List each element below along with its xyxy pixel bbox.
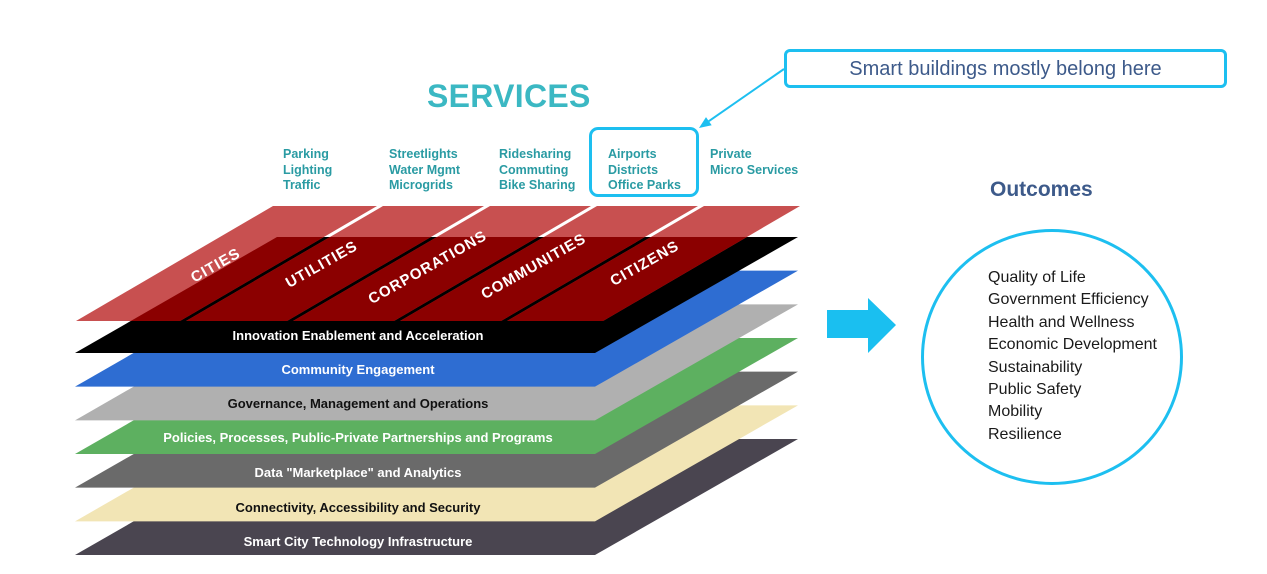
service-item: Ridesharing bbox=[499, 147, 572, 161]
callout-connector-line bbox=[708, 68, 785, 123]
service-item: Bike Sharing bbox=[499, 178, 576, 192]
layer-label-governance: Governance, Management and Operations bbox=[227, 396, 489, 411]
outcomes-title: Outcomes bbox=[990, 178, 1093, 201]
service-column-corporations: Ridesharing Commuting Bike Sharing bbox=[499, 147, 575, 194]
stakeholder-strip-0 bbox=[76, 206, 377, 321]
layer-label-community-engagement: Community Engagement bbox=[281, 362, 435, 377]
service-item: Traffic bbox=[283, 178, 321, 192]
outcomes-circle bbox=[921, 229, 1183, 485]
outcome-item: Government Efficiency bbox=[988, 291, 1149, 309]
outcome-item: Economic Development bbox=[988, 336, 1157, 354]
service-column-citizens: Private Micro Services bbox=[710, 147, 798, 178]
outcome-item: Health and Wellness bbox=[988, 313, 1135, 331]
service-item: Water Mgmt bbox=[389, 162, 461, 177]
smart-buildings-highlight-box bbox=[589, 127, 699, 197]
service-item: Lighting bbox=[283, 162, 333, 177]
layer-label-data-marketplace: Data "Marketplace" and Analytics bbox=[254, 465, 462, 480]
service-item: Office Parks bbox=[608, 178, 681, 192]
callout-arrowhead-icon bbox=[699, 117, 712, 128]
right-arrow-icon bbox=[827, 298, 896, 353]
outcome-item: Quality of Life bbox=[988, 269, 1086, 286]
stakeholder-strip-shadow-2 bbox=[293, 237, 591, 321]
outcomes-list: Quality of Life Government Efficiency He… bbox=[988, 267, 1157, 446]
service-column-utilities: Streetlights Water Mgmt Microgrids bbox=[389, 147, 460, 194]
outcome-item: Sustainability bbox=[988, 358, 1083, 376]
service-item: Private bbox=[710, 147, 752, 161]
stakeholder-strip-shadow-3 bbox=[400, 237, 698, 321]
layer-label-infrastructure: Smart City Technology Infrastructure bbox=[243, 534, 473, 549]
service-item: Parking bbox=[283, 147, 329, 161]
service-column-communities: Airports Districts Office Parks bbox=[608, 147, 681, 194]
layer-label-connectivity: Connectivity, Accessibility and Security bbox=[235, 500, 481, 515]
callout-box: Smart buildings mostly belong here bbox=[784, 49, 1227, 88]
outcome-item: Resilience bbox=[988, 425, 1062, 443]
service-item: Districts bbox=[608, 162, 659, 177]
service-item: Streetlights bbox=[389, 147, 458, 161]
service-item: Micro Services bbox=[710, 162, 799, 177]
service-item: Airports bbox=[608, 147, 657, 161]
outcome-item: Mobility bbox=[988, 403, 1043, 421]
service-item: Commuting bbox=[499, 162, 569, 177]
services-title: SERVICES bbox=[427, 78, 591, 114]
outcome-item: Public Safety bbox=[988, 380, 1082, 398]
layer-label-innovation: Innovation Enablement and Acceleration bbox=[232, 328, 484, 343]
service-item: Microgrids bbox=[389, 178, 453, 192]
layer-label-policies: Policies, Processes, Public-Private Part… bbox=[163, 430, 553, 445]
stakeholder-strip-shadow-4 bbox=[507, 237, 798, 321]
stakeholder-strip-shadow-1 bbox=[186, 237, 484, 321]
callout-text: Smart buildings mostly belong here bbox=[849, 57, 1162, 80]
service-column-city: Parking Lighting Traffic bbox=[283, 147, 332, 194]
